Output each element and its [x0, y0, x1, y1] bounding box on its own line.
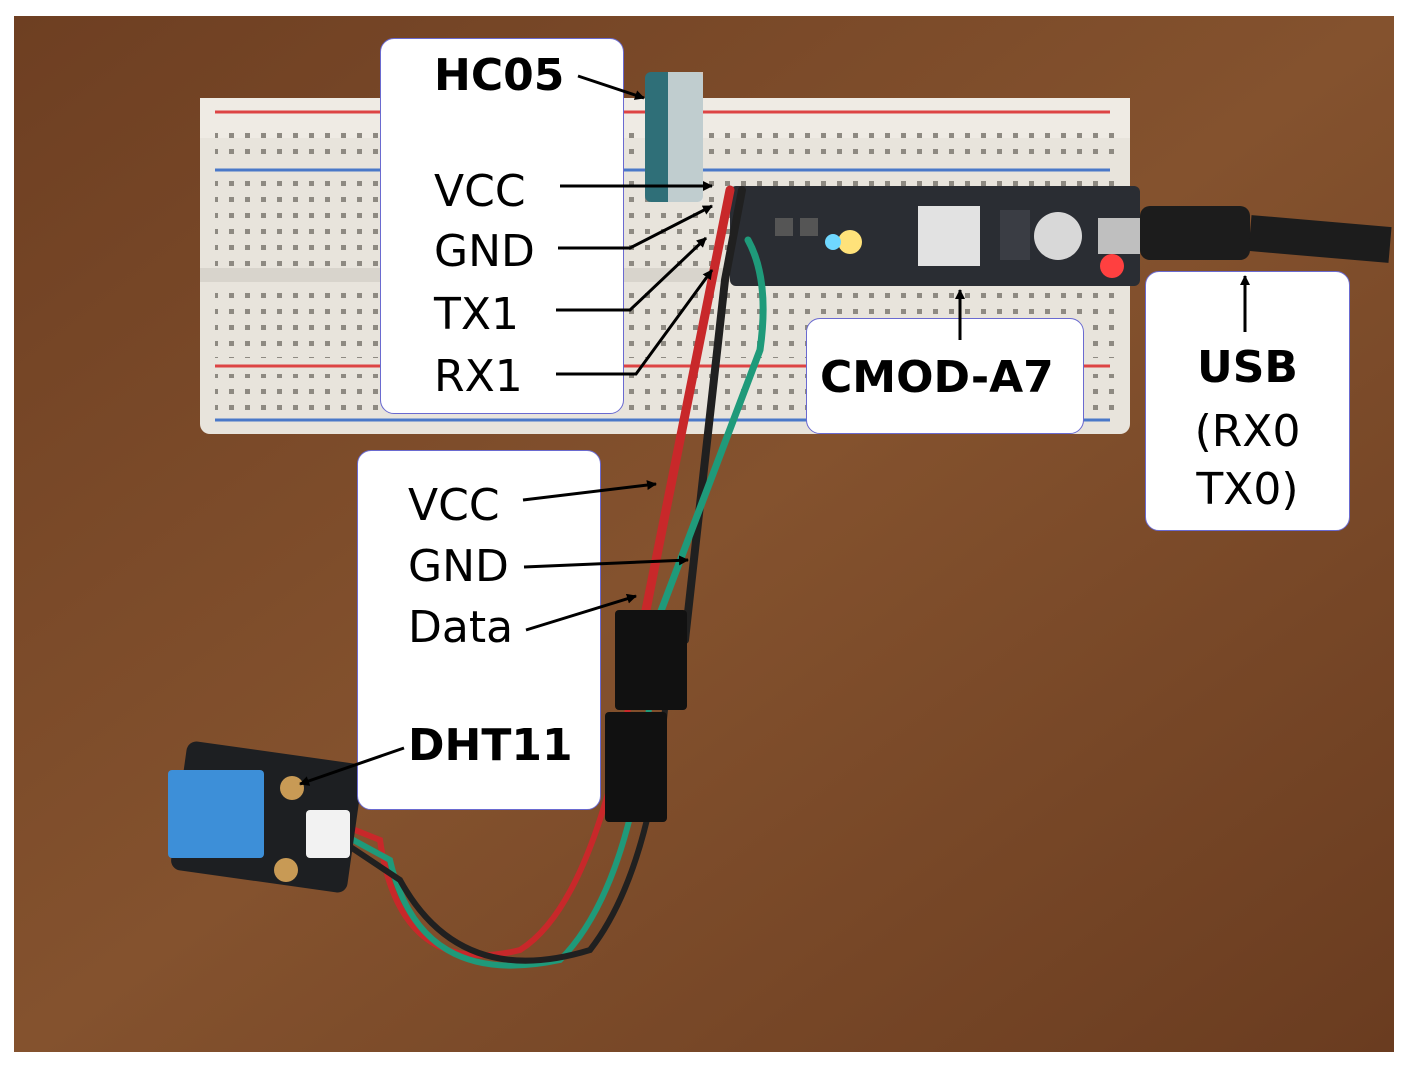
hc05-pin-rx1: RX1	[434, 351, 523, 402]
hc05-pin-gnd: GND	[434, 226, 535, 277]
hc05-pin-tx1: TX1	[434, 289, 520, 340]
cmod-a7-board	[730, 186, 1140, 286]
usb-label-box	[1145, 271, 1350, 531]
usb-cable	[1140, 206, 1392, 263]
dht11-pin-data: Data	[408, 602, 514, 653]
cmod-title: CMOD-A7	[820, 352, 1054, 403]
cmod-label-box	[806, 318, 1084, 434]
usb-tx0: TX0)	[1196, 464, 1299, 515]
dht11-sensor	[168, 741, 363, 893]
usb-rx0: (RX0	[1194, 406, 1301, 457]
dht11-pin-vcc: VCC	[408, 480, 500, 531]
dupont-connectors	[605, 610, 687, 822]
hc05-pin-vcc: VCC	[434, 166, 526, 217]
hc05-title: HC05	[434, 50, 565, 101]
dht11-title: DHT11	[408, 720, 573, 771]
hc05-module	[645, 72, 703, 202]
usb-title: USB	[1197, 342, 1298, 393]
dht11-pin-gnd: GND	[408, 541, 509, 592]
